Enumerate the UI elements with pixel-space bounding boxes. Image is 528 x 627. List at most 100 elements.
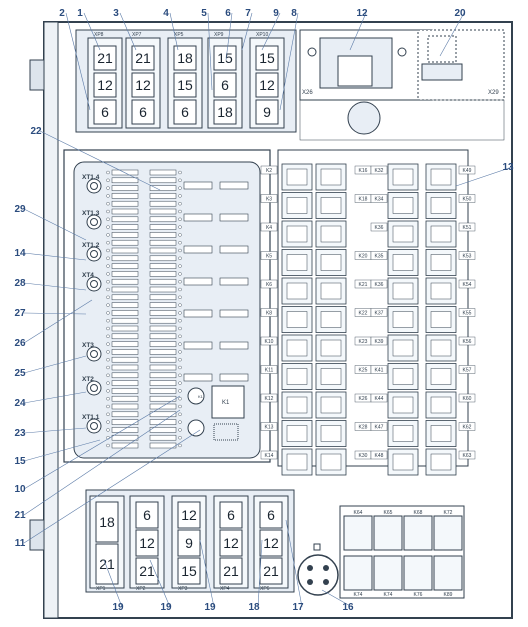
relay-face [392,311,414,328]
relay [433,555,463,591]
terminal-pin [106,420,110,424]
xt-connector-label: XT2 [82,376,94,383]
relay-label-box [458,450,476,460]
board-slot [219,277,249,286]
callout-leader [23,429,201,544]
fuse-rating: 12 [135,77,151,93]
relay [373,515,403,551]
relay-face [392,282,414,300]
terminal-row [111,341,139,347]
relay-k1-label: K1 [222,400,230,406]
xt-connector-label: XT4 [82,272,94,279]
relay-label-box [260,365,278,374]
relay-label: K2 [266,168,272,174]
relay-face [320,197,342,214]
fuse [219,529,243,557]
board-slot [219,309,249,318]
socket-pin [323,579,329,585]
relay-label: K3 [266,197,272,203]
terminal-row [111,395,139,402]
fuse-rating: 12 [223,535,239,551]
relay-face [320,453,342,471]
terminal-row [111,442,139,449]
terminal-row [149,294,177,301]
callout-leader [149,559,171,608]
xt-connector-label: XT1.3 [82,210,100,217]
board-slot [219,341,249,350]
callout-leader [23,439,101,462]
terminal-pin [178,287,182,292]
callout-leader [83,12,101,51]
fuse [173,72,197,98]
callout-number: 18 [248,602,260,613]
terminal-pin [106,350,110,354]
callout-number: 19 [160,602,172,613]
terminal-pin [178,412,182,416]
terminal-row [111,380,139,386]
terminal-row [149,419,177,425]
terminal-pin [106,342,110,346]
xt-connector-inner [90,280,98,288]
terminal-row [111,419,139,425]
fuse-rating: 15 [177,77,193,93]
terminal-pin [106,373,110,377]
terminal-pin [178,436,182,440]
diagnostic-socket [297,554,339,596]
terminal-pin [106,186,110,190]
terminal-pin [178,303,182,307]
callout-number: 22 [30,126,42,137]
relay-face [286,453,308,471]
relay-label-box [370,194,388,203]
relay-label: K39 [375,339,384,345]
callout-leader [261,12,281,51]
relay-face [286,311,308,328]
terminal-pin [178,420,182,424]
terminal-row [111,333,139,340]
callout-leader [285,519,303,608]
callout-number: 12 [356,8,368,19]
fuse-rating: 6 [267,507,275,523]
fuse-rating: 6 [181,104,189,120]
relay-face [392,254,414,271]
terminal-row [149,278,177,285]
terminal-row [111,185,139,191]
cable-grommet [347,101,381,135]
terminal-pin [178,256,182,260]
relay-label-box [458,279,476,289]
socket-pin [307,565,313,571]
terminal-pin [106,225,110,229]
terminal-row [149,411,177,418]
relay-label: K36 [375,225,384,231]
relay-face [320,254,342,271]
xt-connector-inner [90,384,98,392]
relay-label-box [370,279,388,289]
terminal-pin [178,358,182,362]
relay-face [430,396,452,414]
terminal-pin [106,326,110,331]
terminal-pin [178,225,182,229]
terminal-pin [106,295,110,299]
terminal-row [111,232,139,238]
relay [343,555,373,591]
terminal-row [149,208,177,215]
terminal-row [149,388,177,394]
board-slot [183,181,213,190]
terminal-pin [178,443,182,448]
callout-number: 28 [14,278,26,289]
terminal-pin [178,319,182,323]
terminal-pin [178,194,182,198]
fuse [255,72,279,98]
terminal-row [111,294,139,301]
relay-label: K57 [463,368,472,374]
terminal-row [149,333,177,340]
terminal-pin [106,319,110,323]
relay-label: K30 [359,453,368,459]
relay-k1 [211,385,245,419]
relay-face [320,368,342,385]
fuse [93,72,117,98]
fuse-rating: 12 [139,535,155,551]
relay-label: K44 [375,396,384,402]
relay-label: K89 [444,592,453,598]
relay-k1-small-label: K1 [198,394,204,399]
